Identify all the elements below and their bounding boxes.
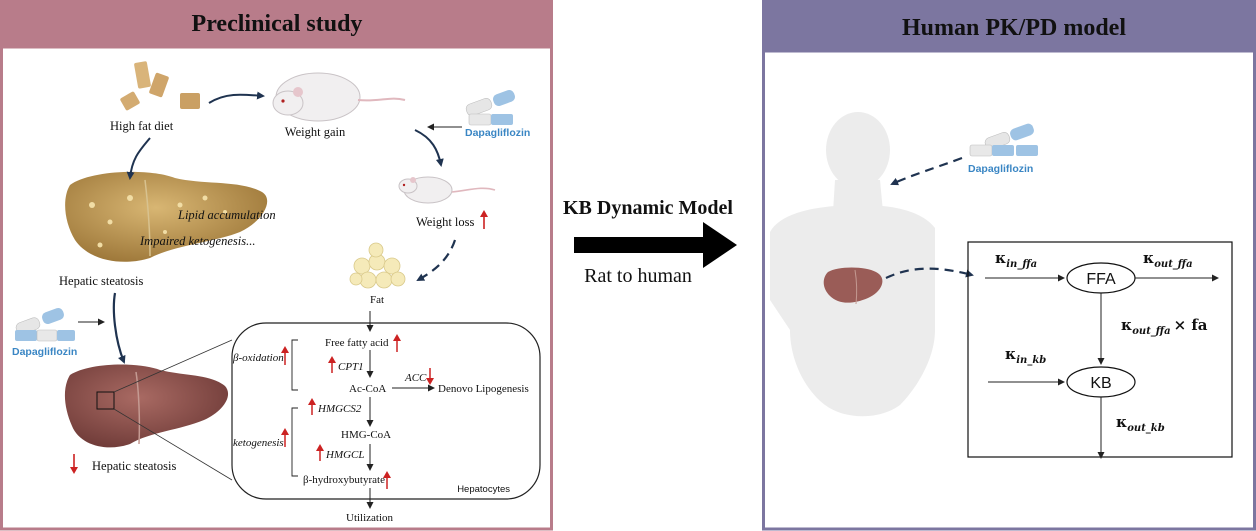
preclinical-title: Preclinical study <box>192 11 363 37</box>
hmgcl-label: HMGCL <box>325 449 365 461</box>
up-arrow-icon <box>328 356 336 373</box>
kb-model-title: KB Dynamic Model <box>563 197 733 219</box>
human-title: Human PK/PD model <box>902 15 1126 41</box>
arrow-liver-to-model <box>885 267 974 279</box>
fat-label: Fat <box>370 294 384 306</box>
drug-label-left: Dapagliflozin <box>12 346 77 358</box>
down-arrow-icon <box>70 454 78 474</box>
human-pkpd-panel: Human PK/PD model Dapagliflozin FFA <box>762 0 1256 531</box>
hepatocytes-label: Hepatocytes <box>457 484 510 495</box>
arrow-gain-to-loss <box>414 129 444 167</box>
down-arrow-icon <box>426 368 434 385</box>
diet-label: High fat diet <box>110 119 174 133</box>
ffa-node-label: FFA <box>1086 271 1116 288</box>
ketogenesis-bracket <box>291 407 298 477</box>
up-arrow-icon <box>393 334 401 352</box>
arrow-diet-to-liver <box>126 137 151 180</box>
ffa-label: Free fatty acid <box>325 337 389 349</box>
arrow-loss-to-fat <box>416 239 457 281</box>
fat-cells-icon <box>349 242 406 289</box>
big-arrow-icon <box>574 222 737 268</box>
hmgcoa-label: HMG-CoA <box>341 429 391 441</box>
rate-kout-kb: κout_kb <box>1116 413 1165 434</box>
arrow-drug-to-human <box>890 156 963 186</box>
acc-label: ACC <box>404 372 427 384</box>
ketogenesis-label: ketogenesis <box>233 437 284 449</box>
arrow-diet-to-rat <box>208 91 265 104</box>
zoom-line-top <box>113 339 233 393</box>
weight-loss-label: Weight loss <box>416 215 475 229</box>
rat-weight-loss-icon <box>398 176 496 204</box>
rate-kout-ffa: κout_ffa <box>1143 249 1193 270</box>
drug-capsules-left-icon <box>15 308 75 342</box>
preclinical-frame <box>0 45 553 531</box>
drug-label-right: Dapagliflozin <box>968 163 1033 175</box>
human-liver-icon <box>823 267 883 305</box>
kb-node-label: KB <box>1090 375 1111 392</box>
lipid-accumulation-label: Lipid accumulation <box>177 208 276 222</box>
weight-gain-label: Weight gain <box>285 125 346 139</box>
drug-capsules-right-icon <box>969 123 1038 157</box>
rat-to-human-label: Rat to human <box>584 265 692 287</box>
drug-label-top: Dapagliflozin <box>465 127 530 139</box>
transition-section: KB Dynamic Model Rat to human <box>563 197 737 287</box>
utilization-label: Utilization <box>346 512 394 524</box>
drug-capsules-top-icon <box>465 90 515 126</box>
rate-kin-ffa: κin_ffa <box>995 249 1037 270</box>
up-arrow-icon <box>308 398 316 415</box>
up-arrow-icon <box>281 346 289 365</box>
food-pellets-icon <box>120 61 200 111</box>
human-frame <box>762 49 1256 531</box>
human-header <box>762 0 1256 51</box>
preclinical-panel: Preclinical study High fat diet Weight g… <box>0 0 553 531</box>
rate-kin-kb: κin_kb <box>1005 345 1046 366</box>
preclinical-header <box>0 0 553 47</box>
impaired-ketogenesis-label: Impaired ketogenesis... <box>139 234 255 248</box>
accoa-label: Ac-CoA <box>349 383 386 395</box>
fatty-liver-icon <box>65 171 268 262</box>
hepatocytes-box <box>231 322 541 500</box>
arrow-liver-to-liver <box>112 292 126 364</box>
beta-oxidation-bracket <box>291 339 298 391</box>
up-arrow-icon <box>316 444 324 461</box>
hepatic-steatosis-reduced-label: Hepatic steatosis <box>92 459 176 473</box>
up-arrow-icon <box>480 210 488 229</box>
up-arrow-icon <box>281 428 289 447</box>
healthy-liver-icon <box>64 364 229 448</box>
bhb-label: β-hydroxybutyrate <box>303 474 385 486</box>
human-silhouette-icon <box>770 112 935 417</box>
hmgcs2-label: HMGCS2 <box>317 403 362 415</box>
zoom-line-bottom <box>113 408 233 481</box>
hepatic-steatosis-label: Hepatic steatosis <box>59 274 143 288</box>
cpt1-label: CPT1 <box>338 361 364 373</box>
rate-kout-ffa-fa: κout_ffa× fa <box>1121 316 1208 337</box>
up-arrow-icon <box>383 471 391 489</box>
rat-weight-gain-icon <box>272 72 406 122</box>
denovo-label: Denovo Lipogenesis <box>438 383 529 395</box>
beta-oxidation-label: β-oxidation <box>232 352 284 364</box>
